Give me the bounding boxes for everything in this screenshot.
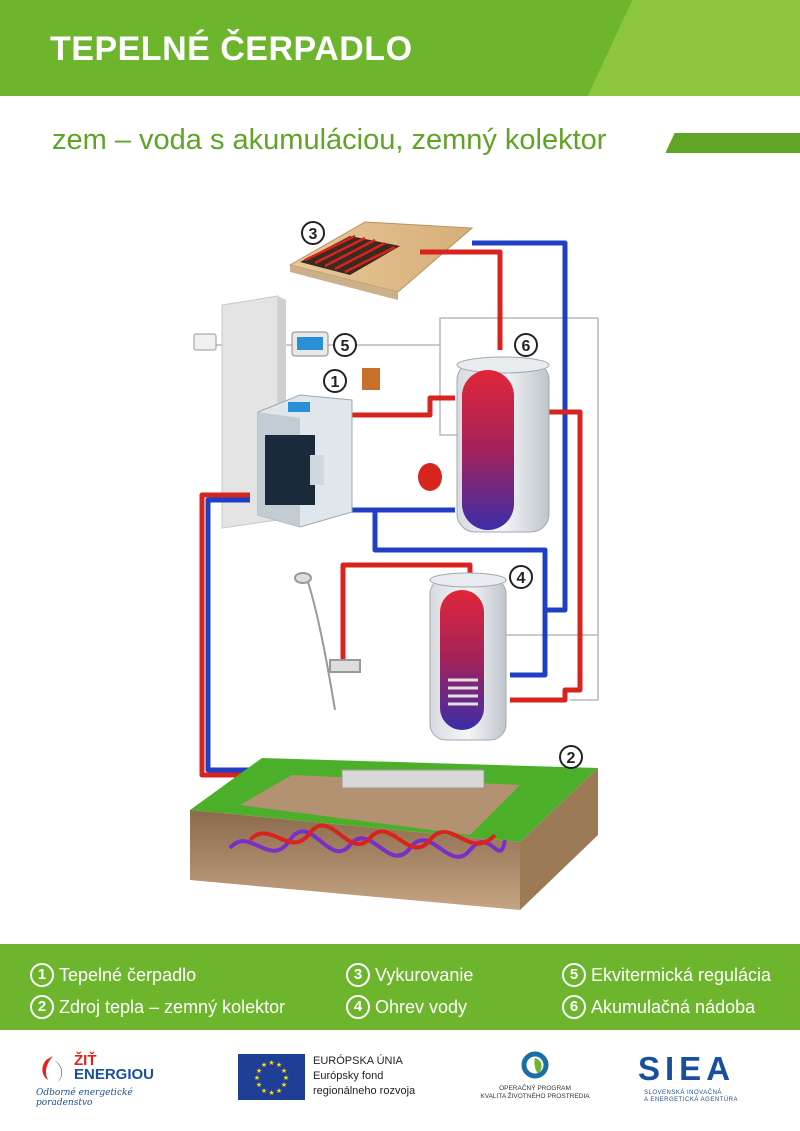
legend-label: Akumulačná nádoba [591,996,756,1017]
legend-item-water-heating: 4 Ohrev vody [346,995,467,1019]
eu-logo: ★★★ ★★★ ★★★ ★★★ EURÓPSKA ÚNIA Európsky f… [238,1054,438,1104]
cold-pipes [205,240,568,815]
legend-item-heat-source: 2 Zdroj tepla – zemný kolektor [30,995,285,1019]
legend-number: 5 [562,963,586,987]
legend-number: 3 [346,963,370,987]
legend-number: 6 [562,995,586,1019]
zit-tagline: Odborné energetické poradenstvo [36,1088,133,1108]
legend-item-regulation: 5 Ekvitermická regulácia [562,963,771,987]
marker-2: 2 [559,745,583,769]
legend-label: Tepelné čerpadlo [59,964,197,985]
svg-text:1: 1 [331,374,340,391]
legend-label: Ohrev vody [375,996,468,1017]
accumulation-tank [456,356,550,533]
svg-text:★: ★ [281,1081,287,1089]
expansion-vessel [418,463,442,491]
legend-item-accumulation: 6 Akumulačná nádoba [562,995,755,1019]
siea-wordmark: SIEA [638,1050,736,1087]
ground-collector [190,758,598,910]
header-accent-stripe [587,0,800,96]
hot-water-tank [429,572,507,741]
shower [294,572,361,711]
subtitle-accent-bar [665,133,800,153]
svg-text:3: 3 [309,226,318,243]
legend-label: Vykurovanie [375,964,474,985]
zit-title: ŽIŤ ENERGIOU [74,1052,155,1083]
legend-number: 1 [30,963,54,987]
svg-text:★: ★ [276,1061,282,1069]
svg-text:★: ★ [256,1081,262,1089]
zit-flame-icon [42,1056,63,1082]
legend-item-heating: 3 Vykurovanie [346,963,473,987]
op-leaf-icon [521,1051,549,1079]
legend-label: Ekvitermická regulácia [591,964,772,985]
op-kzp-logo: OPERAČNÝ PROGRAM KVALITA ŽIVOTNÉHO PROST… [470,1050,600,1110]
svg-text:★: ★ [283,1074,289,1082]
svg-text:4: 4 [517,570,526,587]
marker-3: 3 [301,221,325,245]
eu-flag-icon: ★★★ ★★★ ★★★ ★★★ [238,1054,305,1100]
siea-subtitle: SLOVENSKÁ INOVAČNÁ A ENERGETICKÁ AGENTÚR… [644,1090,739,1103]
svg-text:★: ★ [261,1061,267,1069]
svg-text:★: ★ [256,1067,262,1075]
footer-logos: ŽIŤ ENERGIOU Odborné energetické poraden… [0,1030,800,1131]
zit-energiou-logo: ŽIŤ ENERGIOU Odborné energetické poraden… [36,1052,186,1114]
marker-1: 1 [323,369,347,393]
op-text: OPERAČNÝ PROGRAM KVALITA ŽIVOTNÉHO PROST… [480,1085,590,1100]
page-subtitle: zem – voda s akumuláciou, zemný kolektor [52,124,607,156]
marker-6: 6 [514,333,538,357]
siea-logo: SIEA SLOVENSKÁ INOVAČNÁ A ENERGETICKÁ AG… [630,1050,760,1110]
svg-text:★: ★ [268,1089,274,1097]
legend-panel: 1 Tepelné čerpadlo 2 Zdroj tepla – zemný… [0,944,800,1030]
thermostat-sensor [193,331,329,357]
svg-text:5: 5 [341,338,350,355]
legend-number: 4 [346,995,370,1019]
svg-text:★: ★ [281,1067,287,1075]
svg-text:★: ★ [261,1087,267,1095]
svg-text:★: ★ [276,1087,282,1095]
eu-text: EURÓPSKA ÚNIA Európsky fond regionálneho… [313,1055,416,1097]
svg-text:6: 6 [522,338,531,355]
legend-label: Zdroj tepla – zemný kolektor [59,996,286,1017]
legend-number: 2 [30,995,54,1019]
heat-pump-unit [257,368,380,528]
svg-text:★: ★ [268,1059,274,1067]
legend-item-heat-pump: 1 Tepelné čerpadlo [30,963,196,987]
heat-pump-diagram: 1 2 3 4 5 6 [190,221,599,910]
floor-heating [288,221,474,300]
marker-4: 4 [509,565,533,589]
svg-text:★: ★ [254,1074,260,1082]
page-title: TEPELNÉ ČERPADLO [50,30,413,68]
svg-text:2: 2 [567,750,576,767]
marker-5: 5 [333,333,357,357]
header-banner: TEPELNÉ ČERPADLO [0,0,800,96]
